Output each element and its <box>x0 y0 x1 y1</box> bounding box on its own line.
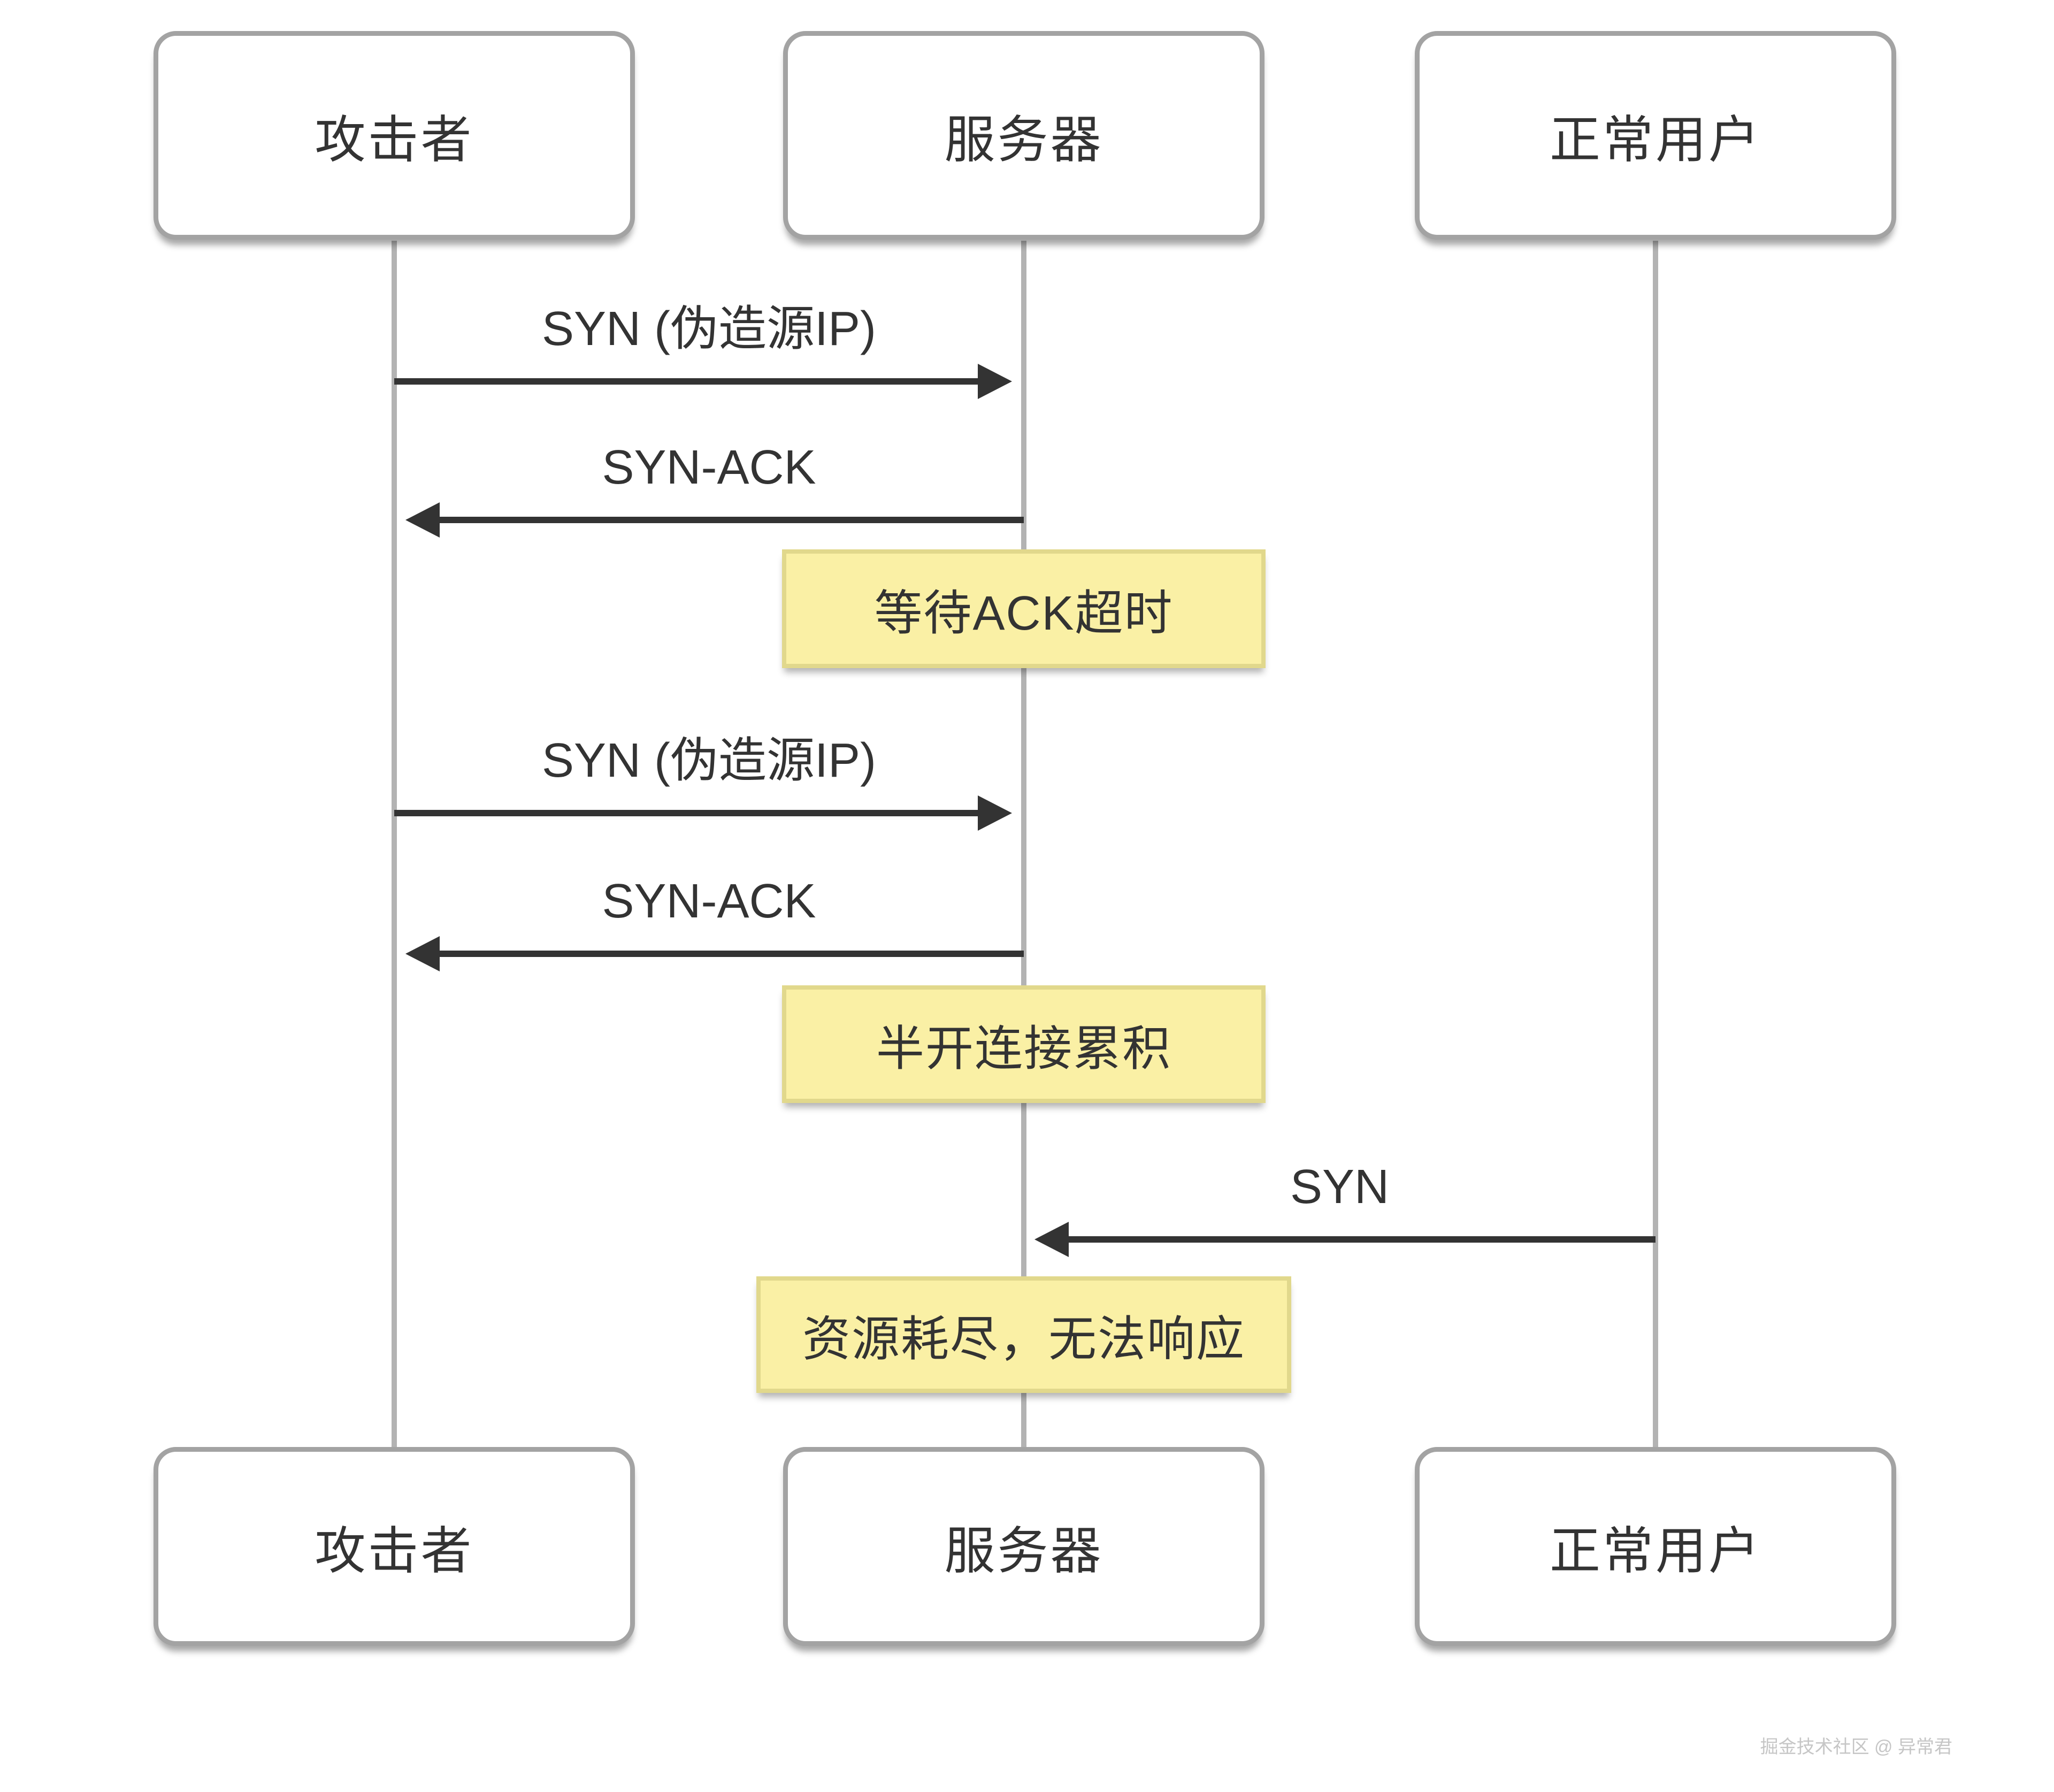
message-label-synack-1: SYN-ACK <box>602 441 816 494</box>
message-label-syn-spoofed-2: SYN (伪造源IP) <box>541 734 877 787</box>
actor-label-user: 正常用户 <box>1549 111 1761 169</box>
message-line-3 <box>394 810 979 816</box>
message-line-4 <box>439 951 1024 957</box>
message-label-synack-2: SYN-ACK <box>602 875 816 928</box>
watermark-text: 掘金技术社区 @ 异常君 <box>1760 1737 1952 1757</box>
note-label: 半开连接累积 <box>876 1022 1171 1076</box>
message-label-syn-spoofed-1: SYN (伪造源IP) <box>541 302 877 356</box>
actor-label-user: 正常用户 <box>1549 1522 1761 1580</box>
arrowhead-left-icon <box>1034 1222 1069 1257</box>
arrowhead-right-icon <box>978 795 1012 831</box>
message-line-2 <box>439 517 1024 523</box>
actor-box-user-top: 正常用户 <box>1415 31 1896 240</box>
note-resource-exhausted: 资源耗尽，无法响应 <box>756 1276 1291 1393</box>
actor-label-server: 服务器 <box>944 111 1103 169</box>
note-ack-timeout: 等待ACK超时 <box>782 549 1266 668</box>
note-label: 等待ACK超时 <box>874 587 1174 640</box>
actor-box-server-top: 服务器 <box>783 31 1264 240</box>
actor-box-server-bottom: 服务器 <box>783 1447 1264 1646</box>
lifeline-server <box>1021 241 1026 1448</box>
message-line-5 <box>1068 1236 1656 1243</box>
actor-label-server: 服务器 <box>944 1522 1103 1580</box>
arrowhead-right-icon <box>978 364 1012 399</box>
actor-box-attacker-bottom: 攻击者 <box>154 1447 635 1646</box>
arrowhead-left-icon <box>405 502 440 538</box>
actor-box-attacker-top: 攻击者 <box>154 31 635 240</box>
actor-label-attacker: 攻击者 <box>315 111 474 169</box>
actor-box-user-bottom: 正常用户 <box>1415 1447 1896 1646</box>
arrowhead-left-icon <box>405 936 440 971</box>
lifeline-attacker <box>392 241 397 1448</box>
note-half-open-accumulate: 半开连接累积 <box>782 985 1266 1103</box>
message-label-syn-user: SYN <box>1290 1160 1390 1214</box>
lifeline-user <box>1653 241 1658 1448</box>
note-label: 资源耗尽，无法响应 <box>802 1313 1245 1366</box>
message-line-1 <box>394 378 979 385</box>
actor-label-attacker: 攻击者 <box>315 1522 474 1580</box>
